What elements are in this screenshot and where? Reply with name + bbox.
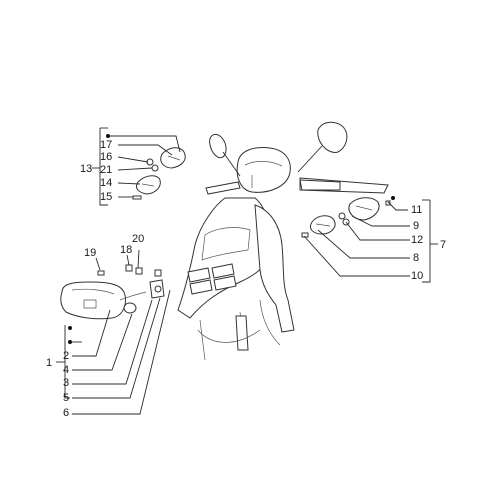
callout-3: 3	[63, 377, 69, 389]
callout-7: 7	[440, 239, 446, 251]
callout-19: 19	[84, 247, 96, 259]
callout-14: 14	[100, 177, 112, 189]
callout-4: 4	[63, 364, 69, 376]
callouts-right-indicator: 11 9 7 12 8 10	[411, 204, 446, 282]
callout-dots	[68, 134, 395, 344]
callout-5: 5	[63, 392, 69, 404]
callout-20: 20	[132, 233, 144, 245]
callout-8: 8	[413, 252, 419, 264]
headlight-assembly	[60, 264, 165, 320]
callout-9: 9	[413, 220, 419, 232]
callout-10: 10	[411, 270, 423, 282]
callouts-headlight: 19 18 20 1 2 4 3 5 6	[46, 233, 144, 419]
callout-16: 16	[100, 151, 112, 163]
right-indicator-assembly	[301, 197, 391, 238]
callout-11: 11	[411, 204, 422, 216]
callout-13: 13	[80, 163, 92, 175]
callout-12: 12	[411, 234, 423, 246]
callout-18: 18	[120, 244, 132, 256]
callout-2: 2	[63, 350, 69, 362]
callout-21: 21	[100, 164, 112, 176]
left-indicator-assembly	[132, 147, 186, 200]
callout-1: 1	[46, 357, 52, 369]
callouts-left-indicator: 17 16 13 21 14 15	[80, 139, 112, 203]
scooter-body	[177, 121, 389, 361]
callout-15: 15	[100, 191, 112, 203]
callout-lines	[56, 127, 438, 415]
callout-6: 6	[63, 407, 69, 419]
callout-17: 17	[100, 139, 112, 151]
